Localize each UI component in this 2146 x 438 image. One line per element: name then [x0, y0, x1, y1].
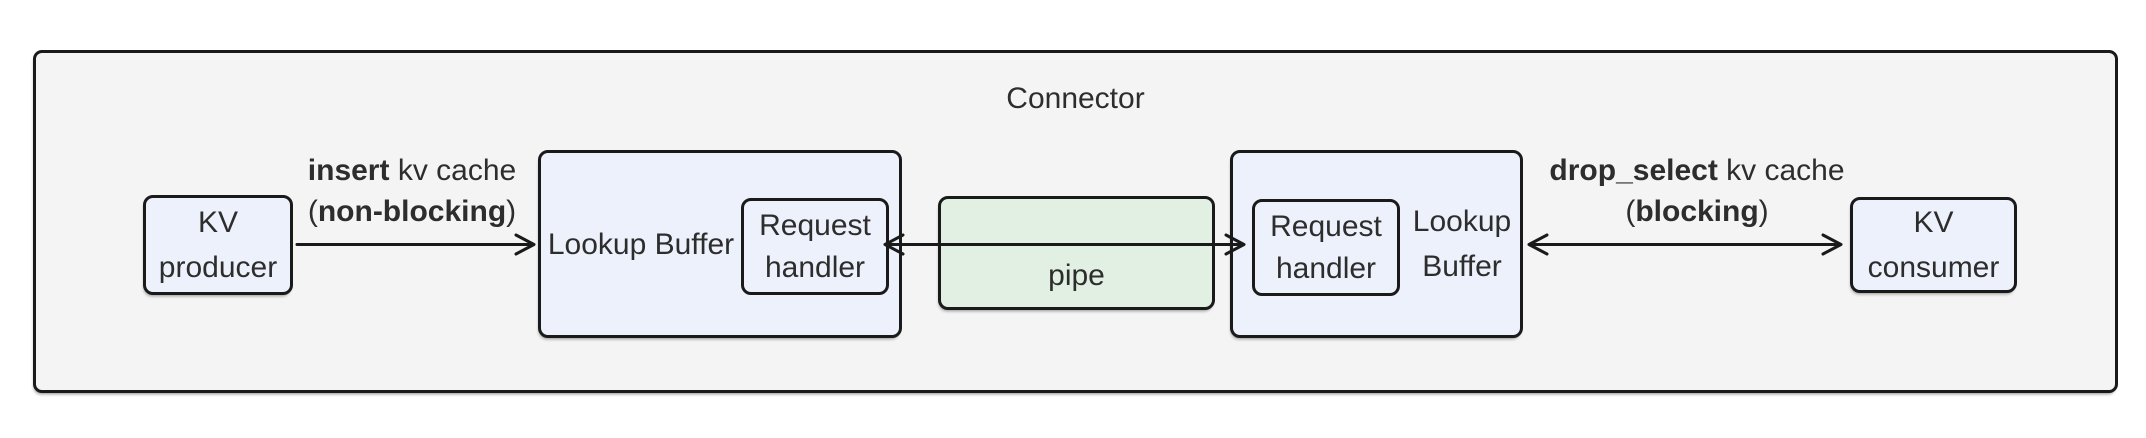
kv-consumer-node: KV consumer [1850, 197, 2017, 293]
insert-paren-open: ( [307, 194, 318, 228]
drop-select-paren-close: ) [1758, 194, 1769, 228]
insert-object: kv cache [389, 154, 517, 187]
insert-paren-close: ) [506, 194, 517, 228]
kv-producer-label: KV producer [158, 206, 278, 284]
request-handler-right-label: Request handler [1270, 209, 1382, 285]
kv-consumer-label: KV consumer [1867, 206, 2000, 284]
pipe-node: pipe [938, 196, 1215, 310]
kv-producer-node: KV producer [143, 195, 293, 295]
lookup-buffer-left-label: Lookup Buffer [547, 227, 735, 261]
pipe-label: pipe [1048, 258, 1105, 292]
insert-qualifier: non-blocking [317, 194, 507, 228]
insert-edge-label: insert kv cache (non-blocking) [262, 151, 562, 232]
lookup-buffer-left-node: Lookup Buffer Request handler [538, 150, 902, 338]
drop-select-object: kv cache [1717, 154, 1845, 187]
insert-edge-label-line2: (non-blocking) [262, 192, 562, 233]
request-handler-left-label: Request handler [759, 208, 871, 284]
drop-select-verb: drop_select [1549, 154, 1718, 187]
drop-select-edge-label-line2: (blocking) [1532, 192, 1862, 233]
lookup-buffer-right-node: Request handler Lookup Buffer [1230, 150, 1523, 338]
request-handler-right-node: Request handler [1252, 199, 1400, 296]
drop-select-edge-label: drop_select kv cache (blocking) [1532, 151, 1862, 232]
request-handler-left-node: Request handler [741, 198, 889, 295]
drop-select-qualifier: blocking [1635, 194, 1759, 228]
insert-verb: insert [307, 154, 390, 187]
connector-title: Connector [1006, 82, 1145, 115]
drop-select-edge-label-line1: drop_select kv cache [1532, 151, 1862, 192]
insert-edge-label-line1: insert kv cache [262, 151, 562, 192]
drop-select-paren-open: ( [1625, 194, 1636, 228]
lookup-buffer-right-label: Lookup Buffer [1412, 205, 1512, 283]
